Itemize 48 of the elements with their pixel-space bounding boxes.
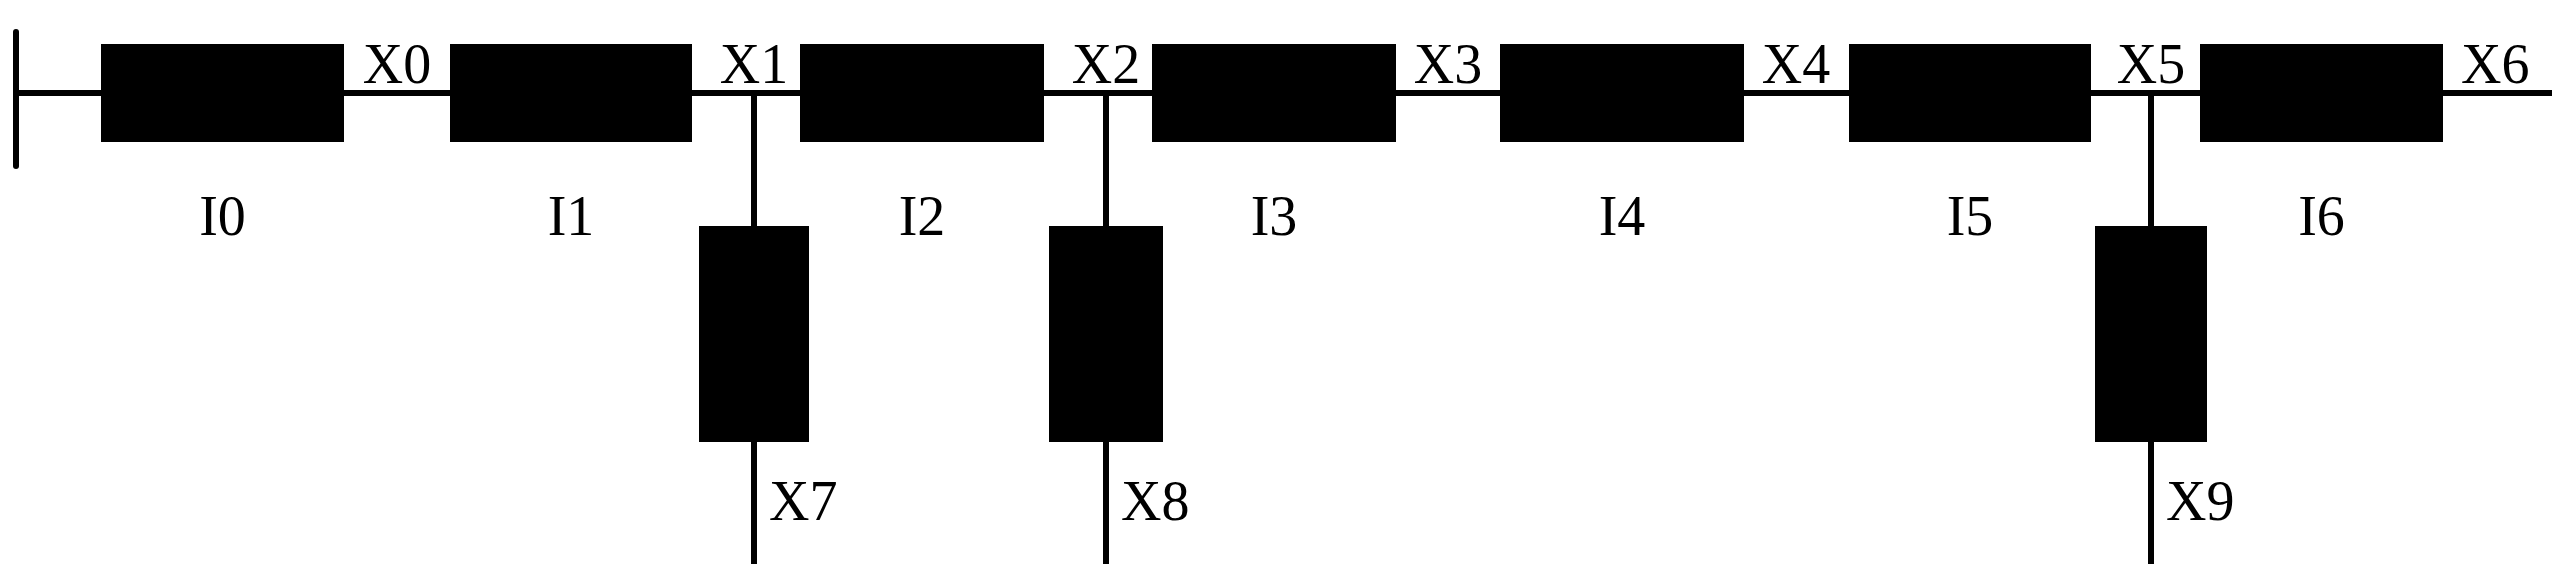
- node-label: X2: [1061, 35, 1151, 93]
- impedance-block: [450, 44, 692, 142]
- segment-label: I0: [198, 187, 247, 245]
- node-label: X7: [751, 468, 843, 566]
- segment-label: I1: [546, 187, 596, 245]
- node-label: X0: [352, 35, 442, 93]
- wire: [1103, 442, 1109, 564]
- wire: [2443, 90, 2552, 96]
- impedance-block: [1500, 44, 1744, 142]
- impedance-block: [699, 226, 809, 442]
- segment-label: I6: [2297, 187, 2346, 245]
- impedance-block: [2095, 226, 2207, 442]
- node-label: X9: [2148, 468, 2240, 566]
- segment-label: I5: [1945, 187, 1995, 245]
- impedance-block: [2200, 44, 2443, 142]
- node-label: X1: [709, 35, 799, 93]
- wire: [397, 90, 450, 96]
- node-label: X5: [2106, 35, 2196, 93]
- wire: [751, 442, 757, 564]
- wire: [19, 90, 101, 96]
- terminal-bar: [13, 29, 19, 169]
- impedance-block: [1849, 44, 2091, 142]
- node-label: X6: [2455, 35, 2552, 93]
- impedance-block: [1049, 226, 1163, 442]
- node-label: X4: [1751, 35, 1841, 93]
- wire: [1448, 90, 1500, 96]
- segment-label: I2: [897, 187, 947, 245]
- wire: [1044, 90, 1106, 96]
- segment-label: I3: [1249, 187, 1299, 245]
- wire: [754, 90, 800, 96]
- impedance-block: [800, 44, 1044, 142]
- wire: [344, 90, 397, 96]
- wire: [1106, 90, 1152, 96]
- impedance-block: [101, 44, 344, 142]
- wire: [751, 93, 757, 226]
- wire: [1796, 90, 1849, 96]
- wire: [2148, 442, 2154, 564]
- segment-label: I4: [1597, 187, 1647, 245]
- impedance-block: [1152, 44, 1396, 142]
- wire: [692, 90, 754, 96]
- wire: [1744, 90, 1796, 96]
- wire: [2148, 93, 2154, 226]
- wire: [2091, 90, 2151, 96]
- wire: [1396, 90, 1448, 96]
- node-label: X8: [1103, 468, 1195, 566]
- wire: [2151, 90, 2200, 96]
- wire: [1103, 93, 1109, 226]
- node-label: X3: [1403, 35, 1493, 93]
